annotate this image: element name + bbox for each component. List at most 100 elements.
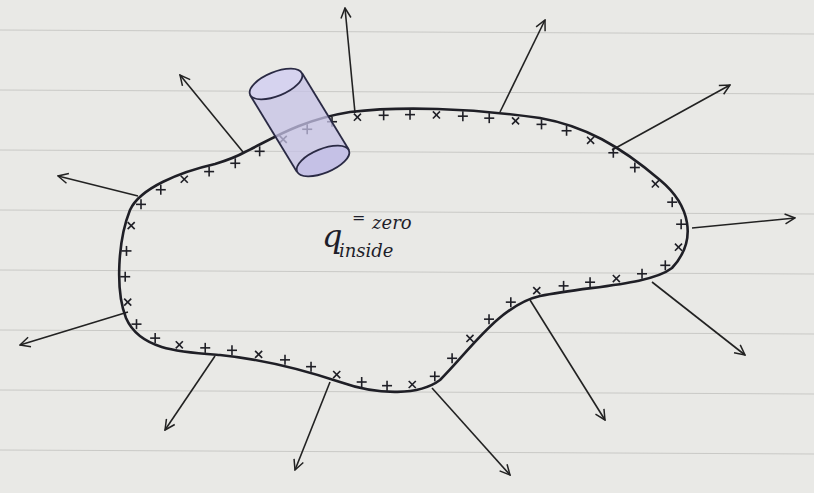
charge-stroke [255,351,262,358]
charge-stroke [533,287,540,294]
charge-stroke [259,146,261,156]
charge-marks [120,108,686,392]
charge-stroke [383,110,385,120]
ruled-line [0,150,814,154]
charge-stroke [255,351,262,358]
charge-sign [330,368,344,382]
gaussian-cylinder [246,62,354,182]
charge-sign [124,219,138,233]
charge-stroke [675,244,682,251]
charge-sign [200,343,210,353]
charge-stroke [510,297,512,307]
charge-sign [559,281,569,291]
charge-stroke [333,371,340,378]
field-arrow [530,300,605,420]
charge-sign [172,338,186,352]
charge-stroke [533,287,540,294]
charge-stroke [176,341,183,348]
ruled-line [0,450,814,454]
charge-stroke [231,345,233,355]
charge-sign [676,219,686,229]
charge-stroke [433,111,440,118]
charge-stroke [652,180,659,187]
charge-sign [230,158,240,168]
charge-sign [227,345,237,355]
charge-stroke [409,110,411,120]
charge-sign [506,297,516,307]
equals-label: = [352,210,365,226]
charge-stroke [361,377,363,387]
charge-stroke [488,113,490,123]
charge-sign [350,110,364,124]
charge-stroke [434,371,436,381]
field-arrow [295,382,330,470]
subscript-label: inside [339,242,394,260]
ruled-line [0,270,814,274]
charge-sign [458,111,468,121]
charge-stroke [451,353,453,363]
charge-sign [136,199,146,209]
charge-stroke [563,281,565,291]
field-arrow [500,20,545,112]
value-label: zero [372,214,412,232]
charge-sign [150,333,160,343]
field-arrow [58,176,138,196]
charge-stroke [124,299,131,306]
charge-stroke [613,275,620,282]
charge-stroke [652,180,659,187]
charge-sign [660,260,670,270]
charge-sign [530,284,544,298]
field-arrow [432,388,510,475]
charge-stroke [680,219,682,229]
charge-stroke [333,371,340,378]
charge-stroke [433,111,440,118]
charge-stroke [409,381,416,388]
charge-stroke [354,114,361,121]
field-arrow [345,8,355,113]
charge-sign [177,172,191,186]
charge-stroke [176,341,183,348]
charge-sign [537,119,547,129]
charge-stroke [512,117,519,124]
charge-sign [379,110,389,120]
charge-sign [667,197,677,207]
charge-sign [609,272,623,286]
charge-sign [630,163,640,173]
charge-stroke [140,199,142,209]
charge-stroke [310,362,312,372]
charge-sign [484,314,494,324]
charge-stroke [204,343,206,353]
charge-sign [132,319,142,329]
charge-stroke [181,176,188,183]
charge-sign [585,277,595,287]
charge-sign [562,126,572,136]
field-arrow [652,282,745,355]
charge-stroke [587,137,594,144]
charge-stroke [409,381,416,388]
charge-stroke [613,275,620,282]
charge-sign [447,353,457,363]
charge-stroke [128,222,135,229]
field-arrow [180,75,243,152]
charge-stroke [488,314,490,324]
charge-stroke [466,335,473,342]
charge-sign [637,269,647,279]
charge-stroke [126,246,128,256]
charge-sign [121,295,135,309]
charge-sign [648,177,662,191]
charge-stroke [386,381,388,391]
charge-stroke [160,185,162,195]
charge-stroke [234,158,236,168]
charge-stroke [136,319,138,329]
charge-stroke [541,119,543,129]
charge-sign [584,133,598,147]
field-arrow [612,85,730,150]
charge-sign [463,331,477,345]
charge-stroke [284,355,286,365]
field-arrow [165,356,215,430]
ruled-lines [0,30,814,454]
charge-sign [156,185,166,195]
charge-sign [204,167,214,177]
